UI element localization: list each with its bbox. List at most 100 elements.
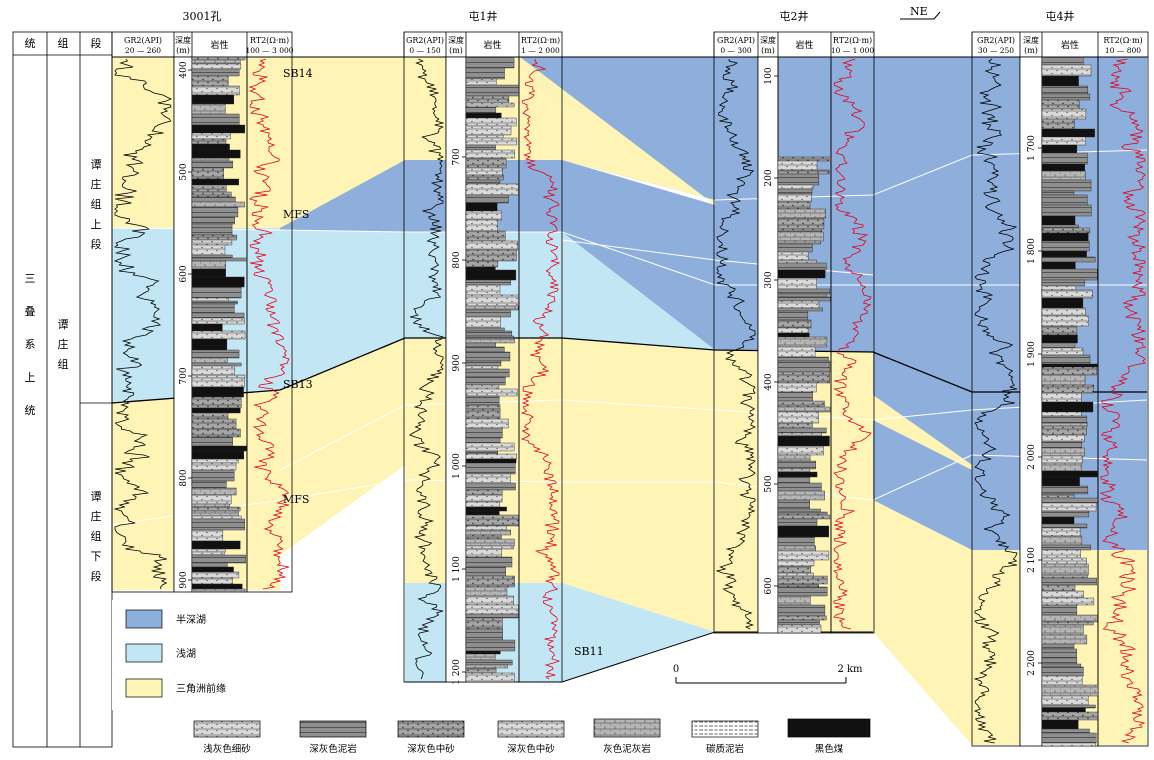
lith-bed (191, 566, 234, 573)
lith-bed (777, 382, 817, 393)
lith-bed (465, 137, 518, 146)
lith-bed (777, 332, 810, 338)
lith-bed (191, 330, 246, 340)
lith-bed (191, 374, 246, 379)
lith-swatch-medium-sand-a (397, 720, 465, 738)
lith-bed (465, 450, 498, 455)
lith-bed (191, 562, 228, 568)
gr-range: 0 — 150 (409, 46, 441, 55)
lith-bed (465, 194, 509, 204)
lith-bed (191, 554, 246, 564)
scale-zero: 0 (673, 664, 679, 675)
lith-bed (1041, 342, 1076, 349)
lith-bed (1041, 455, 1083, 464)
lith-bed (465, 566, 506, 577)
lith-bed (191, 338, 228, 351)
depth-header: 深度 (448, 35, 464, 45)
depth-tick-label: 600 (179, 265, 189, 282)
lith-bed (1041, 707, 1086, 713)
lith-bed (777, 228, 822, 233)
lith-bed (465, 639, 516, 652)
depth-tick-label: 1 200 (452, 659, 462, 685)
lith-bed (465, 604, 519, 615)
lith-bed (191, 428, 241, 438)
depth-tick-label: 900 (452, 354, 462, 371)
vertical-char: 段 (91, 569, 102, 583)
lith-bed (465, 179, 501, 185)
lith-bed (777, 575, 828, 585)
vertical-char: 叠 (25, 305, 36, 318)
lith-bed (465, 408, 501, 420)
mfs-upper-line (111, 227, 1147, 286)
lith-bed (191, 577, 233, 585)
lith-bed (1041, 297, 1084, 309)
lith-bed (777, 411, 819, 424)
lith-bed (777, 193, 812, 203)
lith-bed (465, 157, 507, 169)
lith-bed (777, 300, 820, 309)
lith-bed (465, 664, 508, 669)
lith-bed (777, 536, 815, 547)
lith-bed (1041, 93, 1091, 101)
lith-bed (191, 396, 242, 409)
lith-bed (1041, 462, 1082, 472)
lith-bed (1041, 384, 1095, 394)
lith-bed (191, 303, 235, 314)
lith-bed (1041, 392, 1082, 403)
depth-unit: (m) (761, 46, 775, 55)
lith-bed (191, 85, 240, 96)
lith-bed (777, 201, 811, 210)
lith-bed (191, 276, 245, 288)
gr-header: GR2(API) (977, 36, 1015, 45)
lith-bed (465, 628, 503, 641)
lith-bed (777, 277, 817, 290)
rt-range: 100 — 3 000 (245, 46, 293, 55)
lith-bed (191, 160, 233, 169)
depth-tick-label: 900 (179, 571, 189, 588)
lith-bed (191, 138, 227, 145)
lith-bed (465, 167, 503, 176)
lith-bed (1041, 704, 1096, 709)
lith-bed (1041, 232, 1089, 242)
lith-bed (1041, 144, 1078, 154)
lith-label-4: 深灰色中砂 (507, 743, 555, 755)
lith-bed (1041, 493, 1075, 499)
lith-bed (191, 75, 229, 87)
lith-bed (1041, 574, 1088, 579)
track-header (111, 31, 293, 58)
vertical-char: 庄 (58, 337, 69, 351)
lith-bed (465, 266, 496, 271)
lith-bed (1041, 363, 1098, 368)
lith-bed (1041, 136, 1086, 146)
gr-range: 30 — 250 (978, 46, 1014, 55)
lith-bed (465, 437, 501, 444)
lith-bed (465, 453, 517, 460)
lith-bed (1041, 441, 1083, 449)
lithology-legend: 浅灰色细砂 深灰色泥岩 深灰色中砂 深灰色中砂 灰色泥灰岩 碳质泥岩 黑色煤 (193, 718, 871, 755)
lith-bed (777, 288, 831, 295)
lith-bed (465, 134, 504, 139)
lith-swatch-medium-sand-b (497, 720, 565, 738)
lith-bed (465, 458, 517, 464)
lith-bed (191, 487, 237, 496)
lith-bed (465, 144, 496, 151)
depth-tick-label: 1 900 (1027, 341, 1037, 367)
ne-arrow-icon (900, 11, 941, 20)
lith-bed (465, 342, 496, 348)
lith-bed (465, 210, 502, 221)
lith-bed (191, 167, 224, 180)
lith-bed (1041, 563, 1089, 576)
lith-bed (777, 435, 830, 447)
lith-bed (1041, 374, 1086, 386)
lith-bed (465, 309, 511, 318)
lith-bed (465, 529, 512, 536)
vertical-char: 上 (25, 371, 36, 384)
lith-bed (777, 454, 811, 462)
lith-bed (465, 67, 505, 80)
vertical-char: 段 (91, 237, 102, 251)
header-formation: 组 (58, 36, 69, 50)
lith-bed (1041, 190, 1075, 196)
